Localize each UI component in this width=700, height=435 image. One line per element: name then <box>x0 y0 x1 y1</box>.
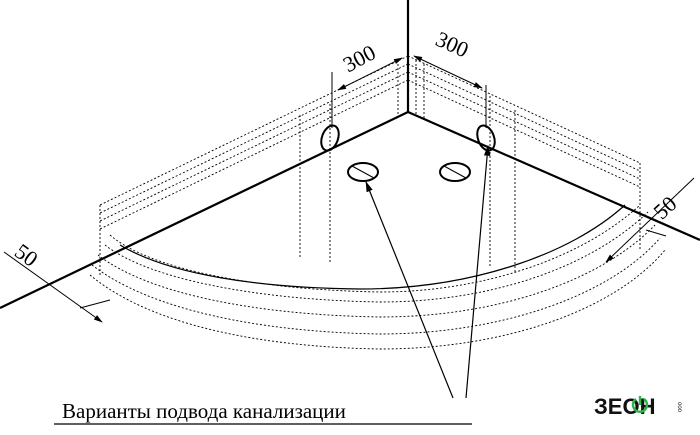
caption-leader-lines <box>365 144 491 399</box>
tray-inner-outline <box>89 96 666 350</box>
drain-hole-floor-right <box>439 162 471 182</box>
dimension-label-50-left: 50 <box>10 238 42 271</box>
dimension-300-left <box>331 57 403 128</box>
caption-text: Варианты подвода канализации <box>62 399 346 423</box>
dimension-50-right <box>605 177 695 263</box>
zeon-logo: ЗЕОН ооо <box>594 394 682 419</box>
drain-hole-wall-right <box>476 124 496 152</box>
power-icon <box>631 396 649 413</box>
dimension-label-300-right: 300 <box>432 26 472 62</box>
logo-suffix-text: ооо <box>676 402 682 413</box>
logo-brand-text: ЗЕОН <box>594 394 655 419</box>
tray-rear-rim <box>99 55 641 230</box>
wall-lines <box>0 0 700 309</box>
dimension-50-left <box>3 251 111 323</box>
drain-hole-wall-left <box>320 124 340 152</box>
dimension-label-300-left: 300 <box>339 40 380 78</box>
dimension-300-right <box>413 55 487 128</box>
drain-hole-floor-left <box>347 162 379 182</box>
tray-channel <box>119 204 626 290</box>
